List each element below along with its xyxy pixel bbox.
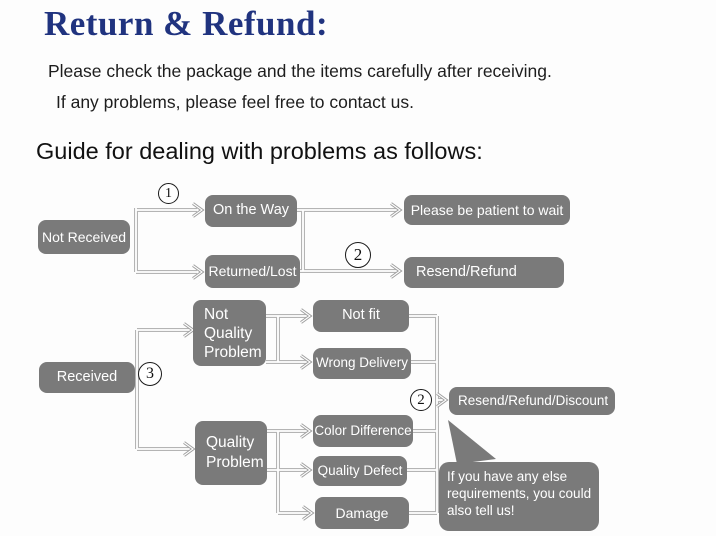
note-bubble-line: If you have any else xyxy=(447,469,568,484)
node-quality-defect: Quality Defect xyxy=(313,456,407,486)
step-marker-1: 1 xyxy=(158,183,179,204)
note-bubble-tail xyxy=(448,420,496,464)
node-please-be-patient: Please be patient to wait xyxy=(404,195,570,225)
node-resend-refund: Resend/Refund xyxy=(404,257,564,288)
step-marker-2: 2 xyxy=(345,242,371,268)
node-resend-refund-discount: Resend/Refund/Discount xyxy=(449,387,615,415)
node-not-quality-problem: Not Quality Problem xyxy=(193,300,266,366)
connector-segments xyxy=(134,208,443,515)
node-on-the-way: On the Way xyxy=(205,195,297,227)
note-bubble: If you have any else requirements, you c… xyxy=(439,462,599,531)
node-line: Problem xyxy=(204,343,262,361)
intro-line-2: If any problems, please feel free to con… xyxy=(56,92,414,112)
node-returned-lost: Returned/Lost xyxy=(205,255,300,288)
page-title: Return & Refund: xyxy=(44,4,329,43)
step-marker-2-final: 2 xyxy=(410,389,432,411)
node-not-received: Not Received xyxy=(38,220,130,254)
node-damage: Damage xyxy=(315,497,409,529)
node-quality-problem: Quality Problem xyxy=(195,421,267,485)
node-not-fit: Not fit xyxy=(313,300,409,332)
node-line: Quality xyxy=(204,324,253,342)
node-received: Received xyxy=(39,362,135,393)
step-marker-3: 3 xyxy=(138,362,162,386)
note-bubble-line: also tell us! xyxy=(447,503,515,518)
section-heading: Guide for dealing with problems as follo… xyxy=(36,138,483,164)
node-line: Not xyxy=(204,305,229,323)
node-color-difference: Color Difference xyxy=(313,415,413,447)
note-bubble-line: requirements, you could xyxy=(447,486,592,501)
node-wrong-delivery: Wrong Delivery xyxy=(313,348,411,379)
node-line: Problem xyxy=(206,454,264,471)
intro-line-1: Please check the package and the items c… xyxy=(48,61,552,81)
node-line: Quality xyxy=(206,434,255,451)
